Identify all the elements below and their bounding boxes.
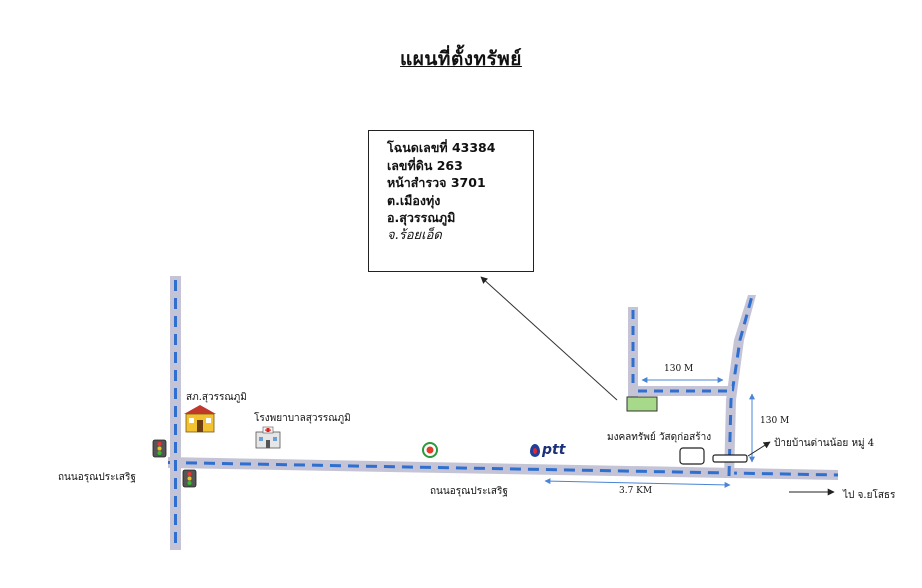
vertical-road-left (170, 276, 181, 550)
side-road-right (724, 295, 756, 478)
gas-station-icon (422, 442, 438, 458)
page-title: แผนที่ตั้งทรัพย์ (400, 48, 522, 70)
road-label-west: ถนนอรุณประเสริฐ (58, 472, 136, 483)
police-station-label: สภ.สุวรรณภูมิ (186, 392, 247, 403)
land-number: เลขที่ดิน 263 (387, 157, 463, 173)
property-label: มงคลทรัพย์ วัสดุก่อสร้าง (607, 432, 712, 443)
distance-top-label: 130 M (664, 364, 694, 374)
survey-page: หน้าสำรวจ 3701 (387, 175, 486, 190)
traffic-light-icon (152, 439, 167, 458)
distance-side-label: 130 M (760, 416, 790, 426)
province-handwritten: จ.ร้อยเอ็ด (387, 227, 442, 243)
distance-road-label: 3.7 KM (619, 486, 653, 496)
road-label-center: ถนนอรุณประเสริฐ (430, 486, 508, 497)
hospital-label: โรงพยาบาลสุวรรณภูมิ (254, 413, 351, 424)
bus-stop-pointer (747, 441, 771, 457)
deed-number: โฉนดเลขที่ 43384 (387, 140, 496, 155)
branch-road (628, 307, 732, 397)
ptt-station: ptt (530, 442, 565, 458)
ptt-logo-icon (530, 443, 540, 457)
leader-line (480, 276, 618, 401)
bus-stop-sign (712, 454, 748, 463)
dimension-road (544, 478, 731, 488)
ptt-brand-text: ptt (542, 442, 566, 458)
property-plot (626, 396, 658, 412)
direction-label: ไป จ.ยโสธร (843, 490, 896, 501)
hospital-icon (255, 426, 281, 449)
district: อ.สุวรรณภูมิ (387, 210, 456, 225)
traffic-light-icon (182, 469, 197, 488)
deed-info-box: โฉนดเลขที่ 43384 เลขที่ดิน 263 หน้าสำรวจ… (368, 130, 534, 272)
bus-stop-label: ป้ายบ้านด่านน้อย หมู่ 4 (774, 438, 875, 449)
subdistrict: ต.เมืองทุ่ง (387, 192, 441, 208)
property-building (679, 447, 705, 465)
police-station-icon (184, 405, 216, 433)
